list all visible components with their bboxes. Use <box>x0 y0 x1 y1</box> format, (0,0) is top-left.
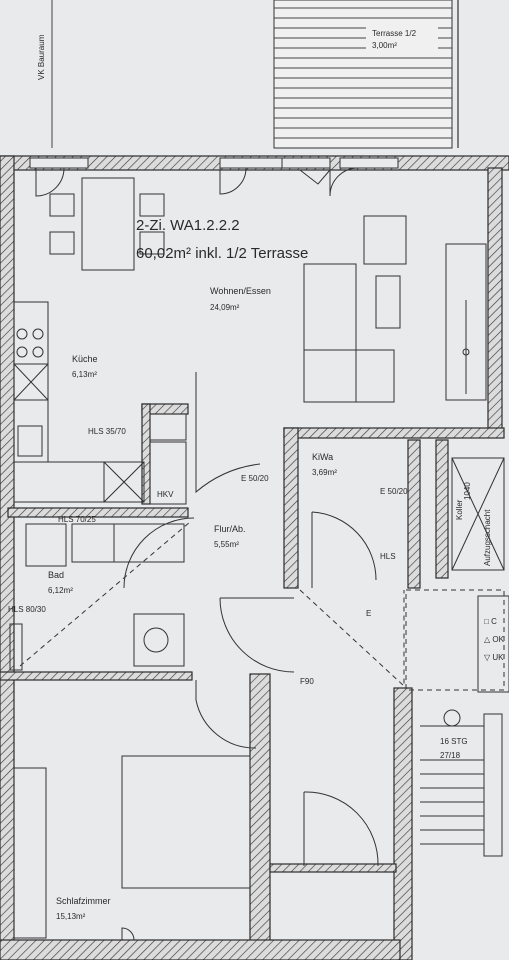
label-hls-bath-side: HLS 80/30 <box>8 605 46 614</box>
room-label-wohnen: Wohnen/Essen <box>210 286 271 296</box>
walls <box>0 155 509 960</box>
kitchen-counter <box>13 301 187 505</box>
room-label-bad: Bad <box>48 570 64 580</box>
apartment-area: 60,02m² inkl. 1/2 Terrasse <box>136 245 308 262</box>
room-area-wohnen: 24,09m² <box>210 303 240 312</box>
room-area-flur: 5,55m² <box>214 540 239 549</box>
terrace-area: 3,00m² <box>372 41 397 50</box>
label-f90: F90 <box>300 677 314 686</box>
room-area-bad: 6,12m² <box>48 586 73 595</box>
label-stairs-ratio: 27/18 <box>440 751 461 760</box>
label-e-kiwa: E 50/20 <box>380 487 408 496</box>
room-label-kueche: Küche <box>72 354 98 364</box>
label-hls-kiwa: HLS <box>380 552 396 561</box>
terrace-planks <box>274 7 452 139</box>
label-lift-b: 1040 <box>463 482 472 500</box>
lift-legend-2: △ OK <box>484 635 505 644</box>
service-area <box>420 457 509 857</box>
lift-legend-3: ▽ UK <box>484 653 504 662</box>
label-stairs: 16 STG <box>440 737 468 746</box>
label-hls-bath-top: HLS 70/25 <box>58 515 96 524</box>
room-label-schlafzimmer: Schlafzimmer <box>56 896 111 906</box>
room-area-kiwa: 3,69m² <box>312 468 337 477</box>
room-area-schlafzimmer: 15,13m² <box>56 912 86 921</box>
dashed-lines <box>19 521 505 691</box>
top-windows <box>29 157 399 169</box>
room-label-flur: Flur/Ab. <box>214 524 246 534</box>
terrace-deck <box>273 0 459 149</box>
terrace-label: Terrasse 1/2 <box>372 29 417 38</box>
label-hkv: HKV <box>157 490 174 499</box>
lift-legend-1: □ C <box>484 617 497 626</box>
label-hls-kitchen: HLS 35/70 <box>88 427 126 436</box>
bedroom-furniture <box>13 755 251 939</box>
door-swings <box>35 167 379 941</box>
label-lift-c: Aufzugsschacht <box>483 509 492 566</box>
living-furniture <box>303 215 487 403</box>
label-lift-a: Koller <box>455 499 464 520</box>
label-e-flur: E 50/20 <box>241 474 269 483</box>
apartment-title: 2-Zi. WA1.2.2.2 <box>136 217 240 234</box>
label-e-corridor: E <box>366 609 371 618</box>
bathroom-fixtures <box>9 523 185 671</box>
vk-bauraum-label: VK Bauraum <box>37 34 46 80</box>
room-area-kueche: 6,13m² <box>72 370 97 379</box>
room-label-kiwa: KiWa <box>312 452 333 462</box>
dining-table <box>49 177 165 271</box>
